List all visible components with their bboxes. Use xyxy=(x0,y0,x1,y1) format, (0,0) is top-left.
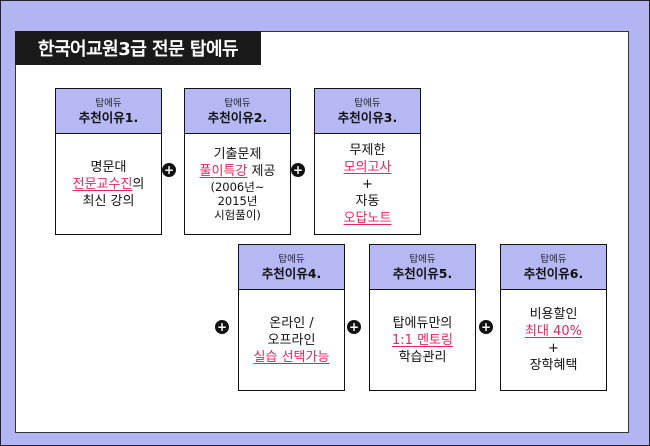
card-brand: 탑에듀 xyxy=(409,253,436,265)
card-line: 실습 선택가능 xyxy=(254,349,330,366)
card-brand: 탑에듀 xyxy=(354,97,381,109)
card-reason-title: 추천이유4. xyxy=(261,265,322,281)
card-line: 풀이특강 제공 xyxy=(200,163,276,180)
reason-card-4: 탑에듀 추천이유4. 온라인 / 오프라인 실습 선택가능 xyxy=(238,244,345,391)
plus-icon: + xyxy=(479,320,493,334)
card-brand: 탑에듀 xyxy=(95,97,122,109)
card-reason-title: 추천이유2. xyxy=(207,109,268,125)
card-line: 비용할인 xyxy=(529,307,578,322)
card-body: 명문대 전문교수진의 최신 강의 xyxy=(56,134,161,234)
plus-icon: + xyxy=(162,163,176,177)
card-header: 탑에듀 추천이유4. xyxy=(239,245,344,290)
reason-card-5: 탑에듀 추천이유5. 탑에듀만의 1:1 멘토링 학습관리 xyxy=(369,244,476,391)
card-line: (2006년~ xyxy=(210,180,265,194)
card-brand: 탑에듀 xyxy=(278,253,305,265)
card-line: 자동 xyxy=(355,193,380,209)
card-body: 무제한 모의고사 + 자동 오답노트 xyxy=(315,134,420,234)
card-line: 오프라인 xyxy=(267,332,316,348)
page-title: 한국어교원3급 전문 탑에듀 xyxy=(15,31,261,65)
card-line: 모의고사 xyxy=(344,159,392,176)
plus-icon: + xyxy=(347,320,361,334)
card-line: 최대 40% xyxy=(525,323,582,340)
highlight-text: 전문교수진 xyxy=(72,176,133,192)
highlight-text: 실습 선택가능 xyxy=(253,349,330,365)
card-line: 오답노트 xyxy=(344,210,392,227)
reason-card-6: 탑에듀 추천이유6. 비용할인 최대 40% + 장학혜택 xyxy=(500,244,607,391)
card-line: 최신 강의 xyxy=(82,193,135,209)
reason-card-1: 탑에듀 추천이유1. 명문대 전문교수진의 최신 강의 xyxy=(55,88,162,235)
card-header: 탑에듀 추천이유2. xyxy=(185,89,290,134)
card-line: 탑에듀만의 xyxy=(392,315,453,331)
card-header: 탑에듀 추천이유1. xyxy=(56,89,161,134)
plus-icon: + xyxy=(291,163,305,177)
reason-card-2: 탑에듀 추천이유2. 기출문제 풀이특강 제공 (2006년~ 2015년 시험… xyxy=(184,88,291,235)
card-line: 전문교수진의 xyxy=(73,176,145,193)
card-reason-title: 추천이유3. xyxy=(337,109,398,125)
card-reason-title: 추천이유5. xyxy=(392,265,453,281)
card-line: 1:1 멘토링 xyxy=(392,332,453,349)
card-header: 탑에듀 추천이유3. xyxy=(315,89,420,134)
card-line: 학습관리 xyxy=(398,349,447,365)
reason-card-3: 탑에듀 추천이유3. 무제한 모의고사 + 자동 오답노트 xyxy=(314,88,421,235)
highlight-text: 모의고사 xyxy=(343,159,392,175)
highlight-text: 1:1 멘토링 xyxy=(392,332,453,348)
card-body: 온라인 / 오프라인 실습 선택가능 xyxy=(239,290,344,390)
card-brand: 탑에듀 xyxy=(540,253,567,265)
card-line: 온라인 / xyxy=(269,315,314,331)
card-line: + xyxy=(362,176,373,192)
card-header: 탑에듀 추천이유5. xyxy=(370,245,475,290)
card-body: 탑에듀만의 1:1 멘토링 학습관리 xyxy=(370,290,475,390)
card-line: 무제한 xyxy=(349,142,386,158)
card-line: 기출문제 xyxy=(213,147,262,162)
card-body: 비용할인 최대 40% + 장학혜택 xyxy=(501,290,606,390)
card-reason-title: 추천이유6. xyxy=(523,265,584,281)
card-reason-title: 추천이유1. xyxy=(78,109,139,125)
card-body: 기출문제 풀이특강 제공 (2006년~ 2015년 시험풀이) xyxy=(185,134,290,234)
card-brand: 탑에듀 xyxy=(224,97,251,109)
card-line: + xyxy=(548,341,559,356)
highlight-text: 풀이특강 xyxy=(199,164,248,179)
card-line-suffix: 제공 xyxy=(247,164,276,179)
card-line-suffix: 의 xyxy=(132,176,145,192)
highlight-text: 최대 40% xyxy=(525,324,582,339)
card-header: 탑에듀 추천이유6. xyxy=(501,245,606,290)
card-line: 시험풀이) xyxy=(214,208,261,222)
card-line: 2015년 xyxy=(217,194,258,208)
plus-icon: + xyxy=(215,320,229,334)
card-line: 명문대 xyxy=(90,159,127,175)
highlight-text: 오답노트 xyxy=(343,210,392,226)
card-line: 장학혜택 xyxy=(529,358,578,373)
